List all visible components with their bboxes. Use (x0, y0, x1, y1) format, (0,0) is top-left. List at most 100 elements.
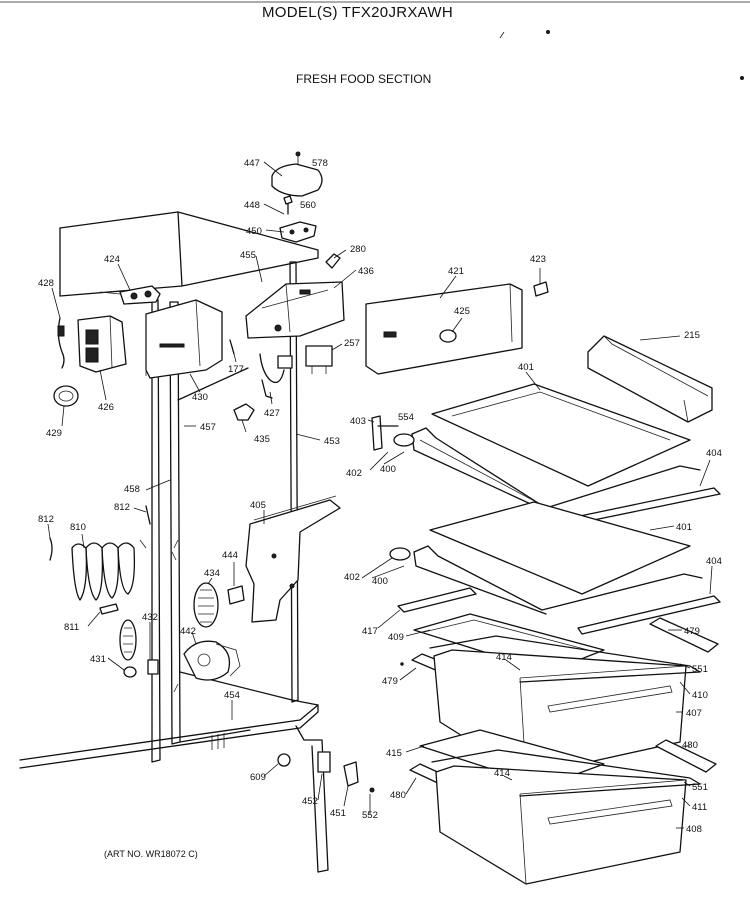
part-479-slide-right (649, 617, 719, 653)
part-431-bulb (123, 666, 137, 678)
leader-lines (47, 161, 713, 829)
part-560-screw (283, 195, 293, 215)
callout-401: 401 (518, 362, 534, 373)
callout-457: 457 (200, 422, 216, 433)
callout-455: 455 (240, 250, 256, 261)
callout-404-lower: 404 (706, 556, 722, 567)
part-432-socket (147, 659, 159, 675)
callout-432: 432 (142, 612, 158, 623)
callout-454: 454 (224, 690, 240, 701)
part-408-crisper-pan-lower (435, 765, 687, 885)
callout-810: 810 (70, 522, 86, 533)
part-810-heater (71, 539, 147, 601)
part-400-shelf-frame-lower (389, 545, 703, 615)
part-417-rail (397, 587, 477, 613)
part-552-screw (369, 787, 375, 793)
callout-479-left: 479 (382, 676, 398, 687)
callout-411: 411 (692, 802, 707, 813)
part-215-bin (587, 335, 713, 423)
callout-429: 429 (46, 428, 62, 439)
callout-417: 417 (362, 626, 378, 637)
part-405-duct (245, 495, 341, 623)
callout-426: 426 (98, 402, 114, 413)
part-430-control-housing (145, 299, 223, 379)
callout-410: 410 (692, 690, 708, 701)
part-434-grille (193, 582, 219, 628)
callout-414-lower: 414 (494, 768, 510, 779)
callout-551: 551 (692, 664, 708, 675)
model-title: MODEL(S) TFX20JRXAWH (262, 4, 454, 21)
callout-453: 453 (324, 436, 340, 447)
callout-424: 424 (104, 254, 120, 265)
callout-436: 436 (358, 266, 374, 277)
callout-458: 458 (124, 484, 140, 495)
part-480-slide-right (655, 739, 717, 773)
callout-812-upper: 812 (114, 502, 130, 513)
callout-177: 177 (228, 364, 244, 375)
callout-578: 578 (312, 158, 328, 169)
callout-812: 812 (38, 514, 54, 525)
part-423-bulb (533, 281, 549, 297)
callout-409: 409 (388, 632, 404, 643)
callout-257: 257 (344, 338, 360, 349)
callout-407: 407 (686, 708, 702, 719)
part-442-fan (183, 640, 241, 681)
callout-403: 403 (350, 416, 366, 427)
callout-430: 430 (192, 392, 208, 403)
callout-401-lower: 401 (676, 522, 692, 533)
part-447-cover (271, 151, 323, 197)
callout-435: 435 (254, 434, 270, 445)
callout-415: 415 (386, 748, 402, 759)
part-432-cover (119, 619, 137, 661)
part-400-shelf-frame-upper (393, 427, 701, 513)
callout-448: 448 (244, 200, 260, 211)
part-609-plug (277, 753, 291, 767)
callout-480-left: 480 (390, 790, 406, 801)
callout-560: 560 (300, 200, 316, 211)
art-number: (ART NO. WR18072 C) (104, 849, 198, 859)
callout-408: 408 (686, 824, 702, 835)
callout-442: 442 (180, 626, 196, 637)
callout-425: 425 (454, 306, 470, 317)
callout-552: 552 (362, 810, 378, 821)
callout-427: 427 (264, 408, 280, 419)
callout-450: 450 (246, 226, 262, 237)
part-410-cover-frame-upper (429, 635, 701, 683)
speck-mark (499, 31, 505, 39)
part-812-drain-tube (49, 537, 53, 561)
part-411-cover-frame-lower (431, 749, 701, 797)
speck-dot (546, 30, 550, 34)
callout-444: 444 (222, 550, 238, 561)
callout-414: 414 (496, 652, 512, 663)
part-404-shelf-trim-upper (579, 487, 721, 523)
callout-451: 451 (330, 808, 346, 819)
part-424-thermostat (99, 285, 161, 305)
section-title: FRESH FOOD SECTION (296, 72, 432, 86)
callout-402: 402 (346, 468, 362, 479)
part-429-knob (53, 385, 79, 407)
part-426-housing (77, 315, 127, 373)
part-428-wire (57, 317, 65, 369)
speck-dot (740, 76, 744, 80)
callout-405: 405 (250, 500, 266, 511)
callout-400-lower: 400 (372, 576, 388, 587)
part-404-shelf-trim-lower (577, 595, 721, 635)
part-435-connector (233, 403, 255, 421)
callout-431: 431 (90, 654, 106, 665)
callout-609: 609 (250, 772, 266, 783)
callout-400: 400 (380, 464, 396, 475)
part-401-glass-shelf-lower (429, 501, 691, 595)
part-444-block (227, 585, 245, 605)
part-451-hinge (343, 761, 359, 787)
callout-434: 434 (204, 568, 220, 579)
callout-402-lower: 402 (344, 572, 360, 583)
callout-423: 423 (530, 254, 546, 265)
callout-551-lower: 551 (692, 782, 708, 793)
speck-dot (400, 662, 404, 666)
part-421-light-shield (365, 283, 523, 375)
part-811-clip (99, 603, 119, 615)
callout-215: 215 (684, 330, 700, 341)
part-812-drain-tube-upper (145, 505, 151, 525)
